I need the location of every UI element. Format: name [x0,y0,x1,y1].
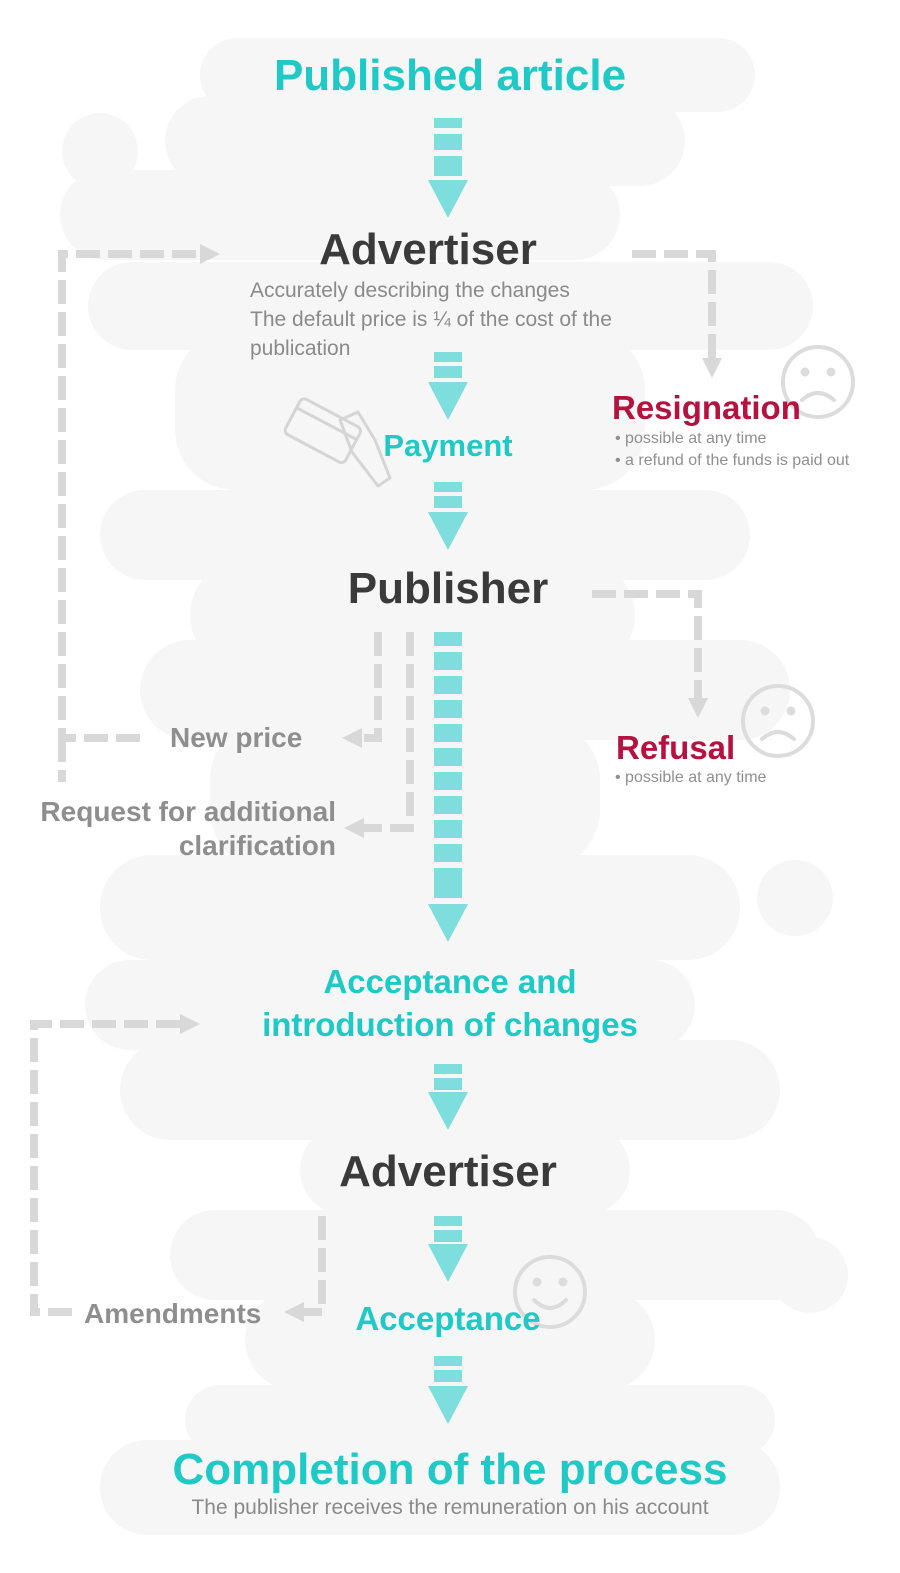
payment-step-label: Payment [383,428,513,463]
completion-subtitle: The publisher receives the remuneration … [191,1496,709,1519]
publisher-to-request [364,632,414,832]
credit-card-hand-icon [283,397,392,488]
loop-new-price-to-advertiser [58,250,200,742]
resignation-note-2: • a refund of the funds is paid out [615,452,850,469]
request-clarification-line1: Request for additional [40,796,336,827]
arrow-down-6 [428,1356,468,1424]
acceptance-step-label: Acceptance [355,1300,541,1337]
acceptance-changes-line1: Acceptance and [323,963,577,1000]
flow-arrows [428,118,468,1424]
completion-title: Completion of the process [172,1445,728,1494]
amendments-loop [30,1020,180,1316]
advertiser-second-step-label: Advertiser [339,1147,557,1196]
sad-face-icon [741,684,815,758]
resignation-note-1: • possible at any time [615,430,767,447]
acceptance-changes-line2: introduction of changes [262,1006,638,1043]
advertiser-to-amendments [304,1216,326,1316]
arrow-down-1 [428,118,468,218]
dashed-arrowheads [180,244,722,1322]
advertiser-to-resignation [632,250,716,360]
publisher-to-refusal [592,590,702,700]
advertiser-description-line1: Accurately describing the changes [250,279,570,302]
amendments-label: Amendments [84,1298,262,1329]
diagram-title: Published article [273,51,627,100]
request-clarification-line2: clarification [178,830,336,861]
dashed-connectors [30,250,716,1316]
arrow-down-3 [428,482,468,550]
advertiser-step-label: Advertiser [319,225,537,274]
arrow-down-5 [428,1216,468,1282]
publisher-to-new-price [362,632,382,742]
refusal-label: Refusal [616,729,736,766]
new-price-label: New price [170,722,303,753]
advertiser-description-line2: The default price is ¼ of the cost of th… [250,308,612,331]
publisher-step-label: Publisher [347,564,549,613]
smiley-face-icon [513,1255,587,1329]
arrow-down-4 [428,1064,468,1130]
sad-face-icon [781,345,855,419]
arrow-down-2 [428,352,468,420]
advertiser-description-line3: publication [250,337,351,360]
arrow-down-long [428,632,468,942]
refusal-note-1: • possible at any time [615,769,767,786]
resignation-label: Resignation [612,389,801,426]
